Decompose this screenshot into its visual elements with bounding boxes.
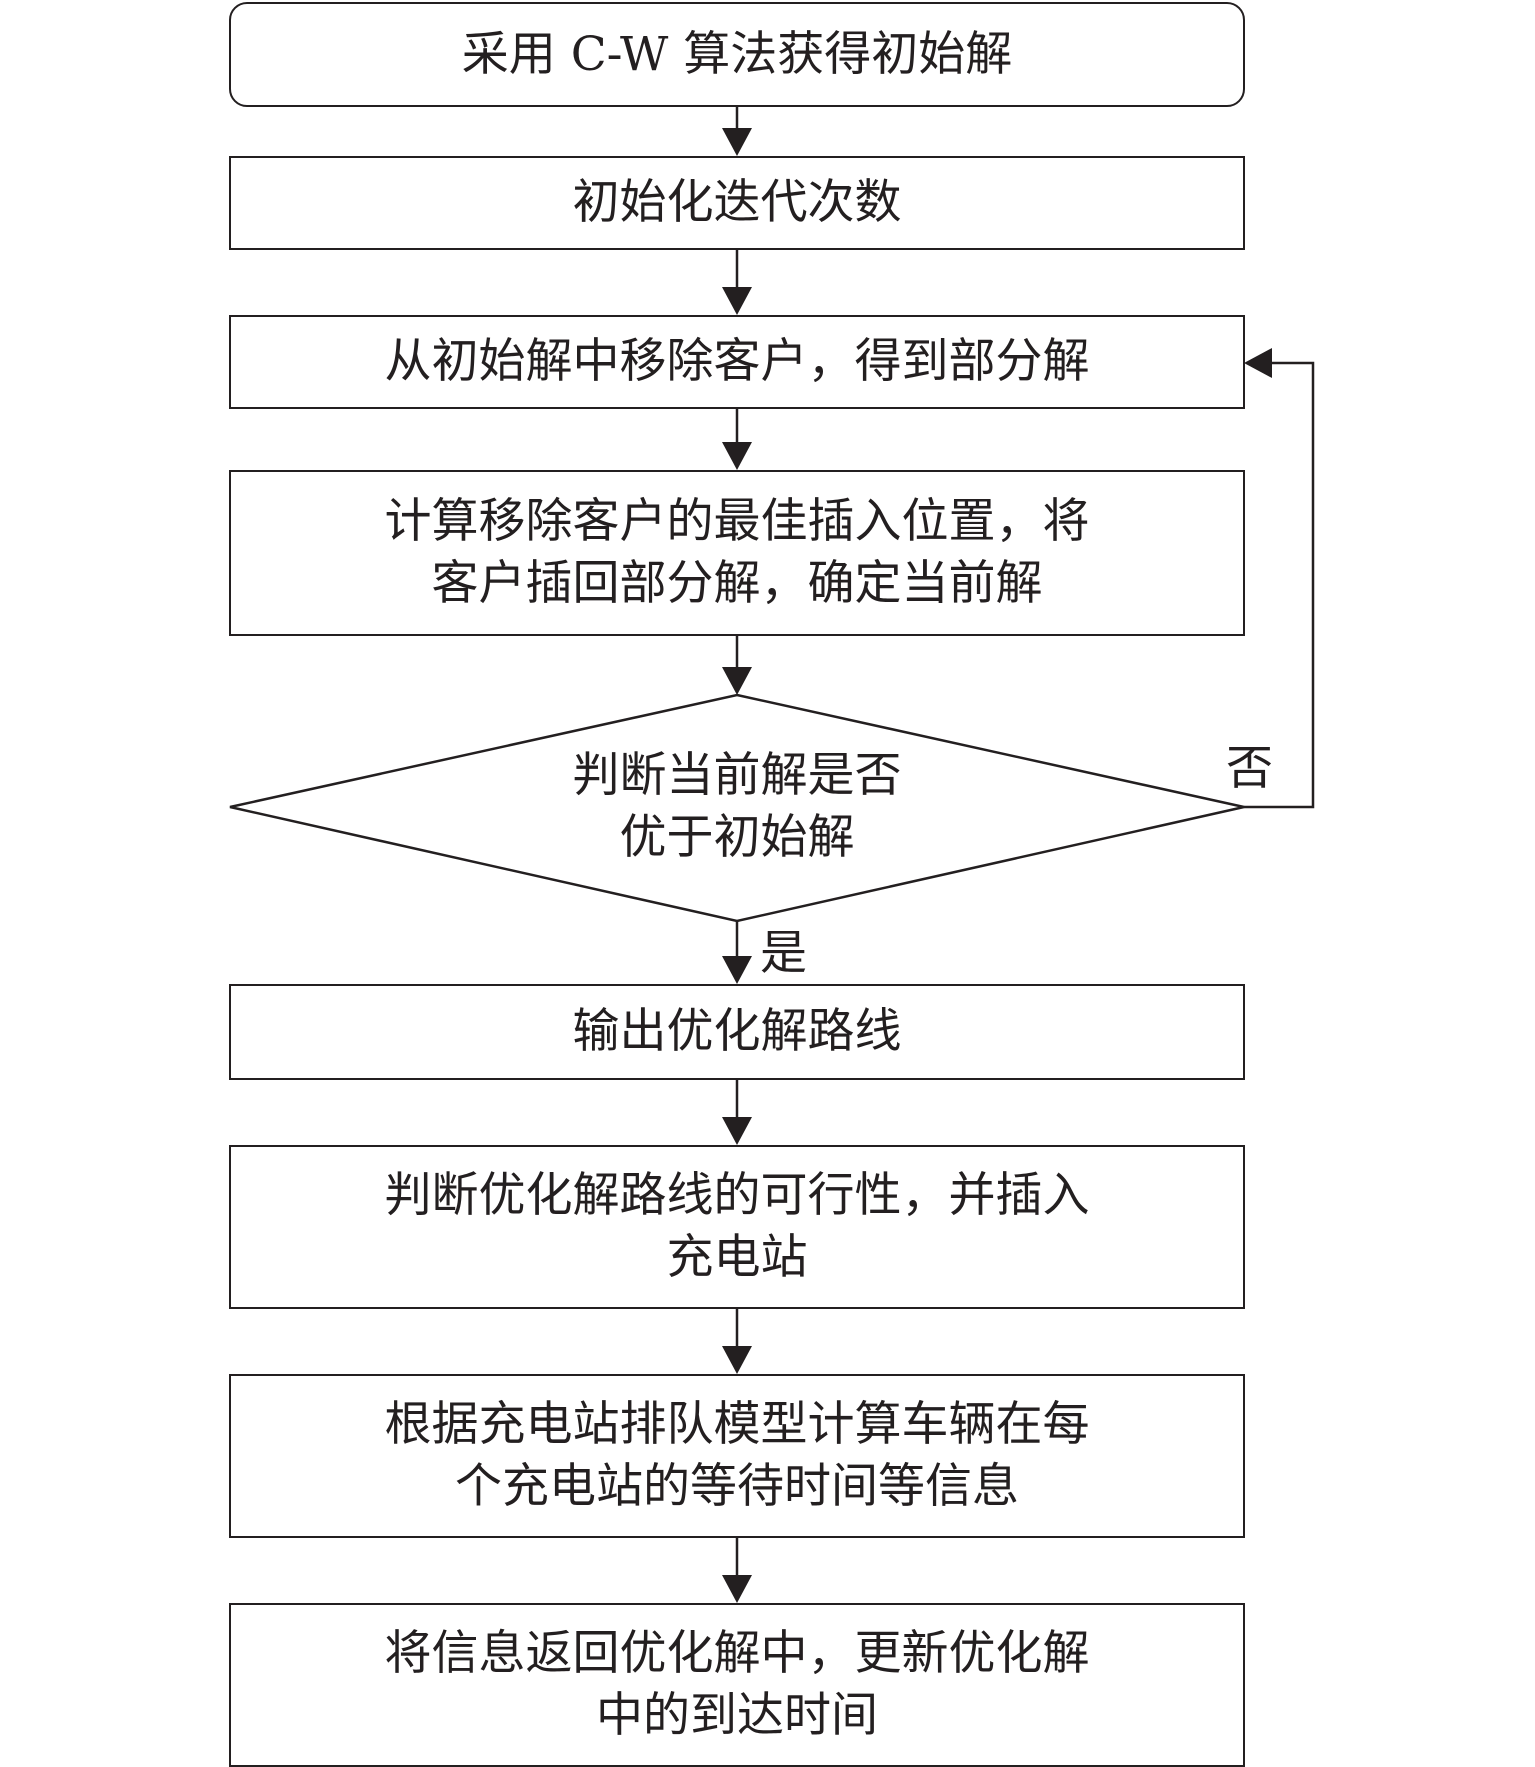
node-insert-customers: 计算移除客户的最佳插入位置，将 客户插回部分解，确定当前解 xyxy=(229,470,1245,636)
arrowhead-5 xyxy=(722,956,752,984)
node-output-route: 输出优化解路线 xyxy=(229,984,1245,1080)
node-feasibility-check-line-1: 判断优化解路线的可行性，并插入 xyxy=(384,1168,1090,1223)
arrowhead-2 xyxy=(722,287,752,315)
node-feasibility-check: 判断优化解路线的可行性，并插入 充电站 xyxy=(229,1145,1245,1309)
node-update-solution: 将信息返回优化解中，更新优化解 中的到达时间 xyxy=(229,1603,1245,1767)
node-update-solution-line-1: 将信息返回优化解中，更新优化解 xyxy=(384,1626,1090,1681)
arrowhead-8 xyxy=(722,1575,752,1603)
node-decision-text: 判断当前解是否 优于初始解 xyxy=(437,744,1037,870)
node-update-solution-line-2: 中的到达时间 xyxy=(596,1688,878,1743)
node-insert-customers-line-2: 客户插回部分解，确定当前解 xyxy=(431,556,1043,611)
edge-label-no: 否 xyxy=(1226,741,1273,796)
node-start: 采用 C-W 算法获得初始解 xyxy=(229,2,1245,107)
node-decision-line-2: 优于初始解 xyxy=(619,810,855,865)
node-remove-customers-line-1: 从初始解中移除客户，得到部分解 xyxy=(384,334,1090,389)
arrowhead-1 xyxy=(722,128,752,156)
edge-label-yes: 是 xyxy=(760,926,807,981)
arrowhead-4 xyxy=(722,667,752,695)
arrowhead-6 xyxy=(722,1117,752,1145)
node-remove-customers: 从初始解中移除客户，得到部分解 xyxy=(229,315,1245,409)
node-queue-model-line-2: 个充电站的等待时间等信息 xyxy=(455,1459,1019,1514)
arrowhead-loop xyxy=(1244,348,1272,378)
node-output-route-line-1: 输出优化解路线 xyxy=(572,1004,902,1059)
node-start-line-1: 采用 C-W 算法获得初始解 xyxy=(461,26,1013,82)
node-queue-model: 根据充电站排队模型计算车辆在每 个充电站的等待时间等信息 xyxy=(229,1374,1245,1538)
node-insert-customers-line-1: 计算移除客户的最佳插入位置，将 xyxy=(384,494,1090,549)
node-feasibility-check-line-2: 充电站 xyxy=(666,1230,808,1285)
arrowhead-3 xyxy=(722,442,752,470)
arrowhead-7 xyxy=(722,1346,752,1374)
node-init-iterations: 初始化迭代次数 xyxy=(229,156,1245,250)
node-queue-model-line-1: 根据充电站排队模型计算车辆在每 xyxy=(384,1397,1090,1452)
node-decision-line-1: 判断当前解是否 xyxy=(572,748,902,803)
arrow-decision-no-loop xyxy=(1244,361,1315,809)
node-init-iterations-line-1: 初始化迭代次数 xyxy=(572,175,902,230)
